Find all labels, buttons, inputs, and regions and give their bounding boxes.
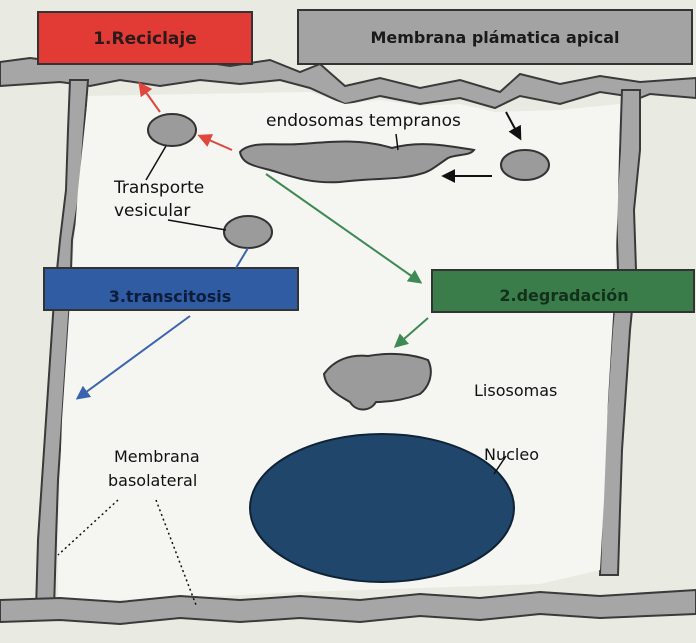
- transport-vesicle: [224, 216, 272, 248]
- endosomas-label: endosomas tempranos: [266, 111, 461, 131]
- membrana-apical-label: Membrana plámatica apical: [370, 28, 619, 47]
- transcitosis-box: 3.transcitosis: [44, 268, 298, 310]
- transcitosis-label: 3.transcitosis: [109, 287, 232, 306]
- basolateral-label-line1: Membrana: [114, 447, 200, 466]
- transporte-label-line1: Transporte: [113, 178, 204, 198]
- recycling-vesicle: [148, 114, 196, 146]
- lisosomas-label: Lisosomas: [474, 381, 557, 400]
- membrana-apical-box: Membrana plámatica apical: [298, 10, 692, 64]
- reciclaje-label: 1.Reciclaje: [93, 29, 197, 49]
- nucleo-label: Nucleo: [484, 445, 539, 464]
- nucleus: [250, 434, 514, 582]
- basolateral-label-line2: basolateral: [108, 471, 197, 490]
- transporte-label-line2: vesicular: [114, 201, 190, 221]
- degradacion-label: 2.degradación: [499, 286, 628, 305]
- degradacion-box: 2.degradación: [432, 270, 694, 312]
- incoming-vesicle: [501, 150, 549, 180]
- reciclaje-box: 1.Reciclaje: [38, 12, 252, 64]
